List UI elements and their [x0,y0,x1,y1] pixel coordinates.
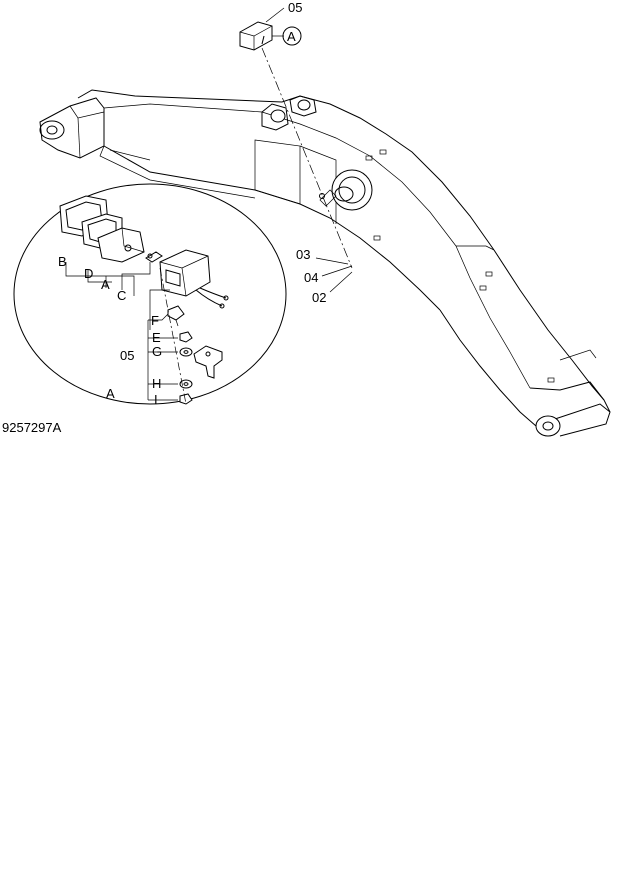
label-02: 02 [312,290,326,305]
label-05-top: 05 [288,0,302,15]
detail-label-05: 05 [120,348,134,363]
mounting-centerline [261,47,353,269]
detail-a-inset [13,183,287,405]
detail-title-a: A [106,386,115,401]
leader-03 [315,257,349,265]
label-03: 03 [296,247,310,262]
detail-label-e: E [152,330,161,345]
detail-ref-circle [282,26,302,46]
detail-label-i: I [154,392,158,407]
leader-05 [265,7,285,23]
label-detail-ref: A [287,29,296,44]
excavator-boom [39,89,611,437]
label-04: 04 [304,270,318,285]
detail-label-a: A [101,277,110,292]
leader-02 [329,271,353,293]
drawing-number: 9257297A [2,420,62,435]
detail-label-h: H [152,376,161,391]
detail-label-f: F [151,313,159,328]
detail-label-d: D [84,266,93,281]
work-lamp-part-05 [239,21,273,51]
detail-label-g: G [152,344,162,359]
detail-label-b: B [58,254,67,269]
leader-04 [321,265,353,277]
detail-label-c: C [117,288,126,303]
